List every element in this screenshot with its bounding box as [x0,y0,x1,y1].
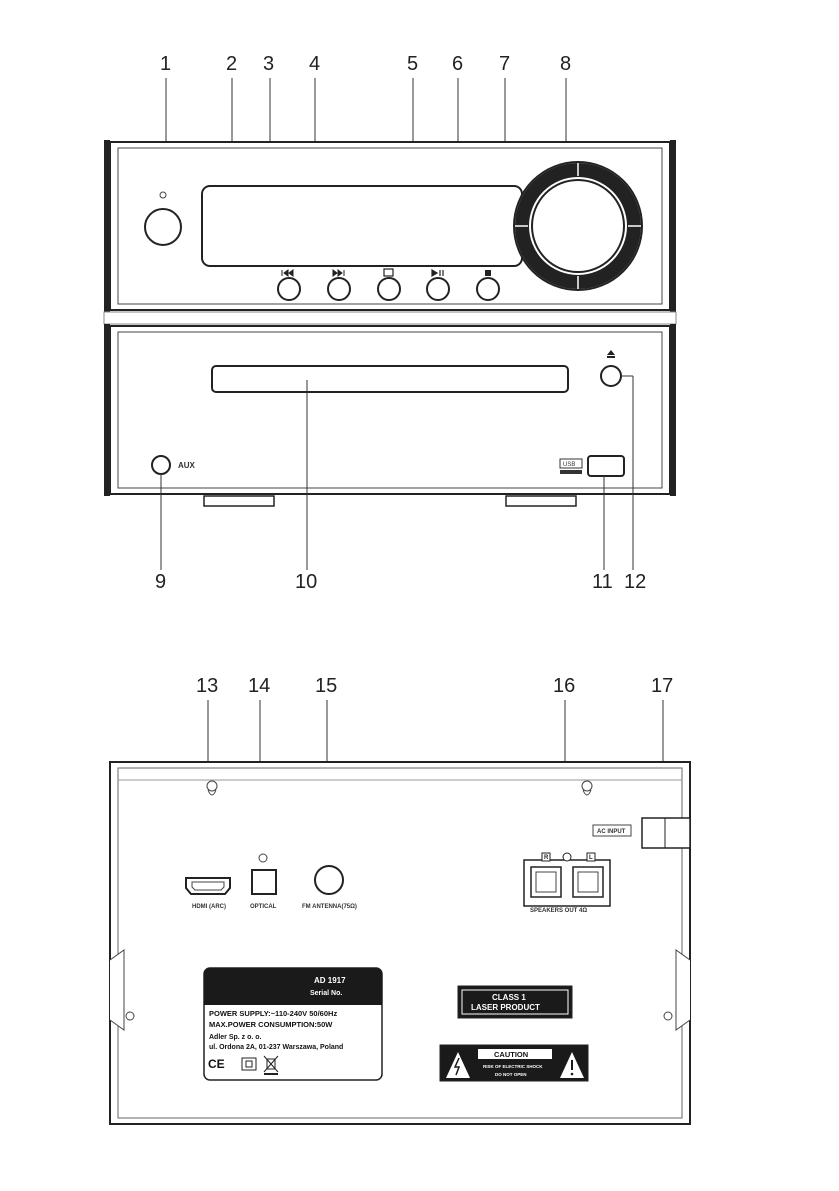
callout-9: 9 [155,571,166,593]
shock-warning-icon [446,1052,470,1078]
speaker-terminals[interactable] [523,852,611,907]
eject-icon [607,350,615,355]
speaker-r-label: R [544,855,549,861]
prev-icon [281,269,294,277]
callout-7: 7 [499,53,510,75]
source-button[interactable] [377,268,401,301]
callout-13: 13 [196,675,218,697]
fm-antenna-jack[interactable] [314,865,344,895]
callout-14: 14 [248,675,270,697]
callout-1: 1 [160,53,171,75]
play-pause-icon [431,268,444,278]
ac-input-cable[interactable] [641,817,691,849]
volume-knob[interactable] [513,161,643,291]
laser-line1: CLASS 1 [492,993,526,1002]
prev-button[interactable] [277,269,301,301]
ac-input-tag [592,824,632,837]
speaker-l-label: L [589,855,593,861]
info-model: AD 1917 [314,976,346,985]
rear-panel [109,761,691,1125]
optical-label: OPTICAL [250,904,277,910]
speakers-label: SPEAKERS OUT 4Ω [530,908,587,914]
info-max-power: MAX.POWER CONSUMPTION:50W [209,1020,333,1029]
ac-input-label: AC INPUT [597,829,626,835]
power-led [159,191,167,199]
display-window [201,185,523,267]
ce-mark: CE [208,1057,225,1071]
next-button[interactable] [327,269,351,301]
fm-label: FM ANTENNA(75Ω) [302,904,357,910]
front-feet [203,495,577,507]
optical-port[interactable] [251,869,277,895]
front-bottom-leaders [160,375,634,570]
callout-10: 10 [295,571,317,593]
caution-label: CAUTION RISK OF ELECTRIC SHOCK DO NOT OP… [439,1044,589,1082]
play-pause-button[interactable] [426,268,450,301]
optical-indicator [258,853,268,863]
caution-title: CAUTION [494,1050,528,1059]
hdmi-label: HDMI (ARC) [192,904,226,910]
hdmi-port[interactable] [185,877,231,895]
info-address: ul. Ordona 2A, 01-237 Warszawa, Poland [209,1044,343,1051]
usb-port[interactable]: USB [559,455,625,477]
laser-label: CLASS 1 LASER PRODUCT [457,985,573,1019]
callout-12: 12 [624,571,646,593]
callout-15: 15 [315,675,337,697]
caution-line2: DO NOT OPEN [495,1072,527,1077]
double-insulation-icon [241,1057,257,1071]
callout-2: 2 [226,53,237,75]
info-serial: Serial No. [310,990,342,997]
callout-8: 8 [560,53,571,75]
callout-5: 5 [407,53,418,75]
callout-11: 11 [592,571,613,593]
disc-slot[interactable] [211,365,569,393]
unit-gap [103,311,677,325]
callout-4: 4 [309,53,320,75]
callout-6: 6 [452,53,463,75]
info-label: AD 1917 Serial No. POWER SUPPLY:~110-240… [203,967,383,1081]
stop-button[interactable] [476,270,500,301]
info-power-supply: POWER SUPPLY:~110-240V 50/60Hz [209,1009,337,1018]
control-buttons [277,268,500,301]
stop-icon [485,270,491,276]
caution-line1: RISK OF ELECTRIC SHOCK [483,1064,543,1069]
weee-bin-icon [263,1055,279,1075]
callout-3: 3 [263,53,274,75]
source-icon [383,268,394,277]
aux-jack[interactable] [151,455,171,475]
aux-label: AUX [178,461,196,470]
usb-label: USB [563,462,575,468]
callout-16: 16 [553,675,575,697]
callout-17: 17 [651,675,673,697]
next-icon [332,269,345,277]
laser-line2: LASER PRODUCT [471,1003,540,1012]
info-company: Adler Sp. z o. o. [209,1034,262,1041]
power-button[interactable] [144,208,182,246]
